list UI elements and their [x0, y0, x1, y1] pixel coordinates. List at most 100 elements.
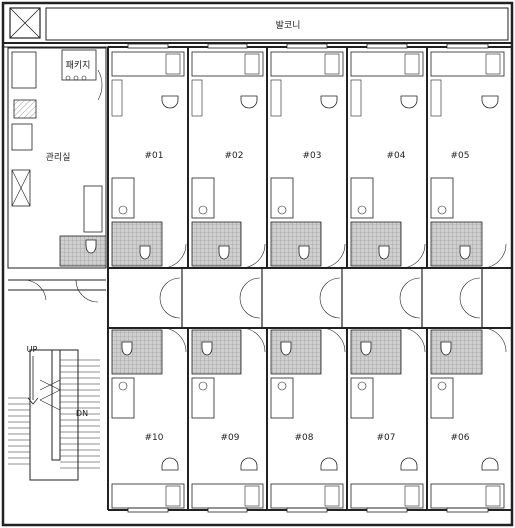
- window-icon: [446, 43, 489, 49]
- wardrobe-icon: [191, 79, 203, 117]
- utility-box: [9, 7, 41, 39]
- toilet-icon: [360, 341, 372, 356]
- chair-icon: [161, 95, 179, 109]
- door-swing-icon: [159, 277, 181, 299]
- door-swing-icon: [240, 243, 266, 269]
- balcony: 발코니: [45, 7, 509, 41]
- door-swing-icon: [320, 243, 346, 269]
- kitchenette-icon: [350, 377, 374, 419]
- sink-icon: [198, 205, 208, 215]
- toilet-icon: [440, 341, 452, 356]
- kitchenette-icon: [270, 177, 294, 219]
- kitchenette-icon: [191, 177, 215, 219]
- bathroom-floor: [111, 221, 163, 267]
- kitchenette-icon: [111, 177, 135, 219]
- door-swing-icon: [239, 277, 261, 299]
- desk-icon: [404, 53, 420, 75]
- bed-icon: [270, 51, 344, 77]
- door-swing-icon: [399, 277, 421, 299]
- door-swing-icon: [161, 327, 187, 353]
- door-swing-icon: [239, 297, 261, 319]
- bathroom-floor: [350, 329, 402, 375]
- window-icon: [207, 43, 248, 49]
- sink-icon: [437, 381, 447, 391]
- wardrobe-icon: [111, 79, 123, 117]
- kitchenette-icon: [430, 377, 454, 419]
- door-swing-icon: [459, 277, 481, 299]
- window-icon: [127, 507, 169, 513]
- toilet-icon: [378, 245, 390, 260]
- sink-icon: [118, 381, 128, 391]
- chair-icon: [320, 95, 338, 109]
- desk-icon: [324, 53, 340, 75]
- stair-treads: [8, 359, 100, 469]
- window-icon: [127, 43, 169, 49]
- toilet-icon: [139, 245, 151, 260]
- room-labels: #01 #02 #03 #04 #05 #10 #09 #08 #07 #06: [145, 151, 470, 443]
- chair-icon: [481, 457, 499, 471]
- room-label-top-4: #04: [387, 151, 406, 161]
- room-label-top-2: #02: [225, 151, 244, 161]
- window-icon: [446, 507, 489, 513]
- stair-down-label: DN: [76, 409, 88, 418]
- bed-icon: [111, 483, 185, 509]
- desk-icon: [404, 485, 420, 507]
- room-label-top-1: #01: [145, 151, 164, 161]
- bed-icon: [350, 483, 424, 509]
- desk-icon: [244, 485, 260, 507]
- room-label-bottom-2: #09: [221, 433, 240, 443]
- kitchenette-icon: [350, 177, 374, 219]
- bathroom-floor: [270, 221, 322, 267]
- window-icon: [207, 507, 248, 513]
- bathroom-floor: [191, 221, 242, 267]
- stair-labels: UP DN: [27, 345, 88, 418]
- sink-icon: [437, 205, 447, 215]
- balcony-label: 발코니: [276, 20, 301, 31]
- chair-icon: [240, 457, 258, 471]
- kitchenette-icon: [430, 177, 454, 219]
- window-icon: [366, 507, 408, 513]
- admin-room: 패키지 관리실: [7, 47, 107, 269]
- stair-arrow-icon: [27, 356, 39, 405]
- bed-icon: [191, 51, 264, 77]
- toilet-icon: [201, 341, 213, 356]
- toilet-icon: [459, 245, 471, 260]
- bed-icon: [430, 483, 505, 509]
- desk-icon: [165, 53, 181, 75]
- chair-icon: [161, 457, 179, 471]
- room-label-bottom-4: #07: [377, 433, 396, 443]
- chair-icon: [240, 95, 258, 109]
- toilet-icon: [280, 341, 292, 356]
- room-label-bottom-3: #08: [295, 433, 314, 443]
- bathroom-floor: [191, 329, 242, 375]
- kitchenette-icon: [191, 377, 215, 419]
- door-swing-icon: [400, 243, 426, 269]
- storage-label: 패키지: [66, 60, 91, 71]
- room-label-top-5: #05: [451, 151, 470, 161]
- room-label-top-3: #03: [303, 151, 322, 161]
- toilet-icon: [218, 245, 230, 260]
- bathroom-floor: [111, 329, 163, 375]
- wardrobe-icon: [270, 79, 282, 117]
- door-swing-icon: [459, 297, 481, 319]
- rooms: [111, 43, 507, 513]
- kitchenette-icon: [111, 377, 135, 419]
- bed-icon: [111, 51, 185, 77]
- desk-icon: [324, 485, 340, 507]
- door-swing-icon: [400, 327, 426, 353]
- bathroom-floor: [430, 221, 483, 267]
- bed-icon: [430, 51, 505, 77]
- bed-icon: [191, 483, 264, 509]
- bed-icon: [270, 483, 344, 509]
- toilet-icon: [121, 341, 133, 356]
- wardrobe-icon: [350, 79, 362, 117]
- sink-icon: [118, 205, 128, 215]
- room-label-bottom-5: #06: [451, 433, 470, 443]
- desk-icon: [485, 53, 501, 75]
- sink-icon: [357, 205, 367, 215]
- door-swing-icon: [319, 297, 341, 319]
- window-icon: [366, 43, 408, 49]
- admin-label: 관리실: [46, 152, 71, 163]
- sink-icon: [198, 381, 208, 391]
